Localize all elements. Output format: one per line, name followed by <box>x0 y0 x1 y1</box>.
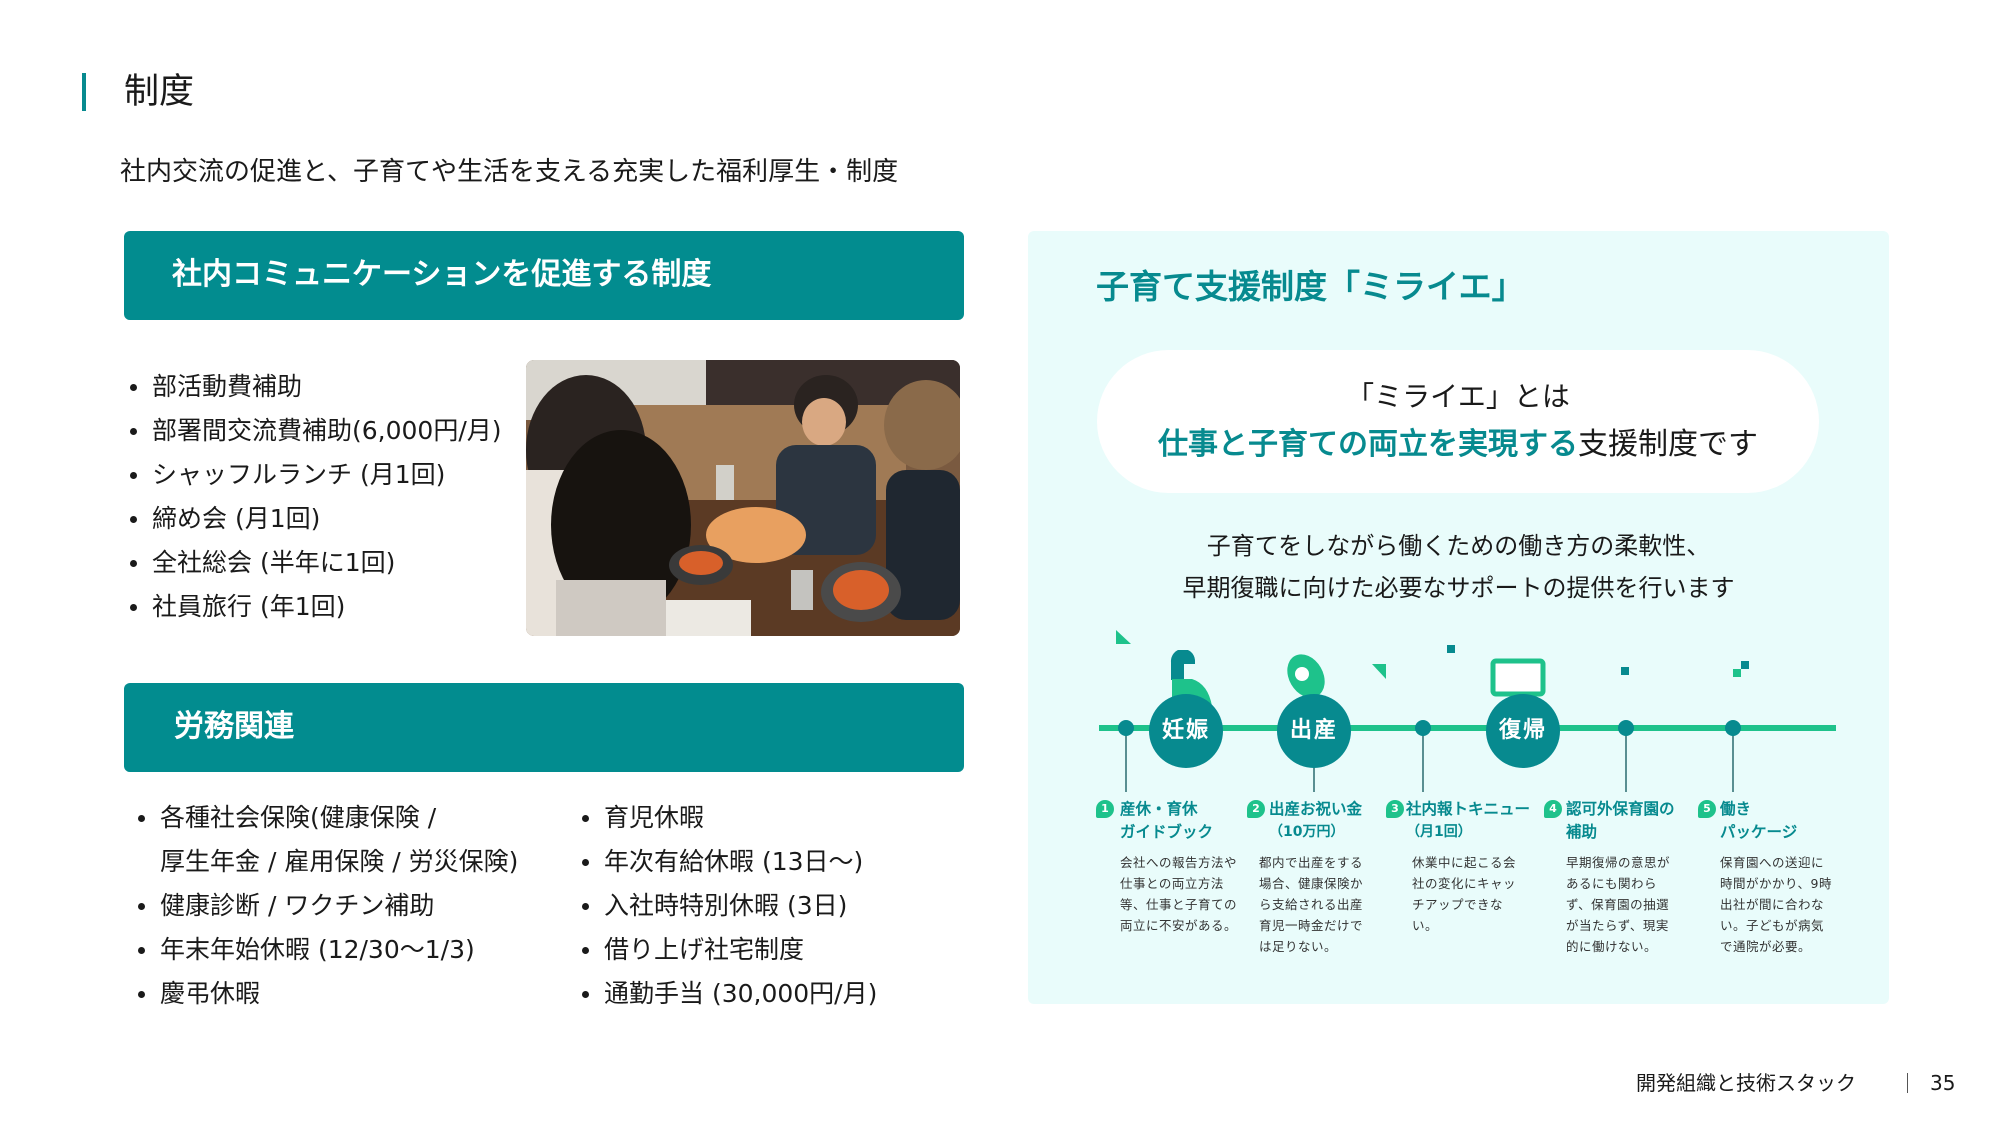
list-item: 全社総会 (半年に1回) <box>126 541 502 585</box>
timeline-dot <box>1725 720 1741 736</box>
timeline-dot <box>1118 720 1134 736</box>
timeline-dot <box>1415 720 1431 736</box>
list-item: 借り上げ社宅制度 <box>578 928 877 972</box>
list-item: 入社時特別休暇 (3日) <box>578 884 877 928</box>
number-badge-icon: 1 <box>1096 800 1114 818</box>
communication-list: 部活動費補助 部署間交流費補助(6,000円/月) シャッフルランチ (月1回)… <box>126 365 502 629</box>
list-item: 部署間交流費補助(6,000円/月) <box>126 409 502 453</box>
footer-divider <box>1907 1073 1908 1093</box>
item-title: （月1回） <box>1406 824 1472 840</box>
title-accent-bar <box>82 73 86 111</box>
timeline-connector <box>1422 728 1424 792</box>
item-description: 都内で出産をする場合、健康保険から支給される出産育児一時金だけでは足りない。 <box>1259 855 1364 954</box>
item-title: 認可外保育園の <box>1566 800 1675 818</box>
team-dinner-photo <box>526 360 960 636</box>
timeline-dot <box>1618 720 1634 736</box>
baby-icon <box>1287 654 1325 698</box>
item-description: 保育園への送迎に時間がかかり、9時出社が間に合わない。子どもが病気で通院が必要。 <box>1720 855 1832 954</box>
mirai-description-line2: 早期復職に向けた必要なサポートの提供を行います <box>1182 574 1735 602</box>
stage-pregnancy: 妊娠 <box>1149 694 1223 768</box>
pill-highlight: 仕事と子育ての両立を実現する <box>1158 427 1578 462</box>
list-item: 年次有給休暇 (13日〜) <box>578 840 877 884</box>
timeline-line <box>1099 725 1836 731</box>
list-item-continuation: 厚生年金 / 雇用保険 / 労災保険) <box>160 847 519 876</box>
timeline-connector <box>1732 728 1734 792</box>
mirai-description-line1: 子育てをしながら働くための働き方の柔軟性、 <box>1206 532 1711 560</box>
mirai-definition-pill: 「ミライエ」とは 仕事と子育ての両立を実現する支援制度です <box>1097 350 1819 493</box>
list-item: 育児休暇 <box>578 796 877 840</box>
item-title: パッケージ <box>1720 823 1798 841</box>
item-title: 出産お祝い金 <box>1269 800 1363 818</box>
labor-list-right: 育児休暇 年次有給休暇 (13日〜) 入社時特別休暇 (3日) 借り上げ社宅制度… <box>578 796 877 1016</box>
item-title: （10万円） <box>1269 824 1345 840</box>
number-badge-icon: 3 <box>1386 800 1404 818</box>
list-item: 締め会 (月1回) <box>126 497 502 541</box>
square-decoration-icon <box>1741 661 1749 669</box>
number-badge-icon: 5 <box>1698 800 1716 818</box>
pill-line2: 仕事と子育ての両立を実現する支援制度です <box>1097 423 1819 467</box>
timeline-connector <box>1125 728 1127 792</box>
item-title: 産休・育休 <box>1120 800 1198 818</box>
stage-return: 復帰 <box>1486 694 1560 768</box>
stage-birth: 出産 <box>1277 694 1351 768</box>
triangle-decoration-icon <box>1372 664 1386 679</box>
item-title: 働き <box>1720 800 1752 818</box>
labor-list-left: 各種社会保険(健康保険 / 厚生年金 / 雇用保険 / 労災保険) 健康診断 /… <box>134 796 518 1016</box>
list-item: シャッフルランチ (月1回) <box>126 453 502 497</box>
mirai-title: 子育て支援制度「ミライエ」 <box>1096 267 1525 306</box>
timeline-connector <box>1625 728 1627 792</box>
list-item: 社員旅行 (年1回) <box>126 585 502 629</box>
number-badge-icon: 4 <box>1544 800 1562 818</box>
number-badge-icon: 2 <box>1247 800 1265 818</box>
list-item: 慶弔休暇 <box>134 972 518 1016</box>
footer-deck-title: 開発組織と技術スタック <box>1636 1071 1856 1095</box>
communication-section-header: 社内コミュニケーションを促進する制度 <box>124 231 964 320</box>
list-item: 通勤手当 (30,000円/月) <box>578 972 877 1016</box>
item-description: 休業中に起こる会社の変化にキャッチアップできない。 <box>1412 855 1517 933</box>
list-item: 健康診断 / ワクチン補助 <box>134 884 518 928</box>
pill-rest: 支援制度です <box>1578 427 1758 462</box>
item-title: ガイドブック <box>1120 823 1214 841</box>
square-decoration-icon <box>1447 645 1455 653</box>
item-title: 社内報トキニュー <box>1406 800 1531 818</box>
list-item: 部活動費補助 <box>126 365 502 409</box>
item-description: 早期復帰の意思があるにも関わらず、保育園の抽選が当たらず、現実的に働けない。 <box>1566 855 1671 954</box>
page-subtitle: 社内交流の促進と、子育てや生活を支える充実した福利厚生・制度 <box>120 157 899 187</box>
list-item: 各種社会保険(健康保険 / <box>134 796 518 840</box>
item-description: 会社への報告方法や仕事との両立方法等、仕事と子育ての両立に不安がある。 <box>1120 855 1238 933</box>
triangle-decoration-icon <box>1116 630 1131 644</box>
item-title: 補助 <box>1566 823 1598 841</box>
labor-section-header: 労務関連 <box>124 683 964 772</box>
square-decoration-icon <box>1621 667 1629 675</box>
pill-line1: 「ミライエ」とは <box>1346 380 1570 413</box>
list-item: 年末年始休暇 (12/30〜1/3) <box>134 928 518 972</box>
page-number: 35 <box>1930 1071 1956 1095</box>
square-decoration-icon <box>1733 669 1741 677</box>
page-title: 制度 <box>124 72 195 112</box>
